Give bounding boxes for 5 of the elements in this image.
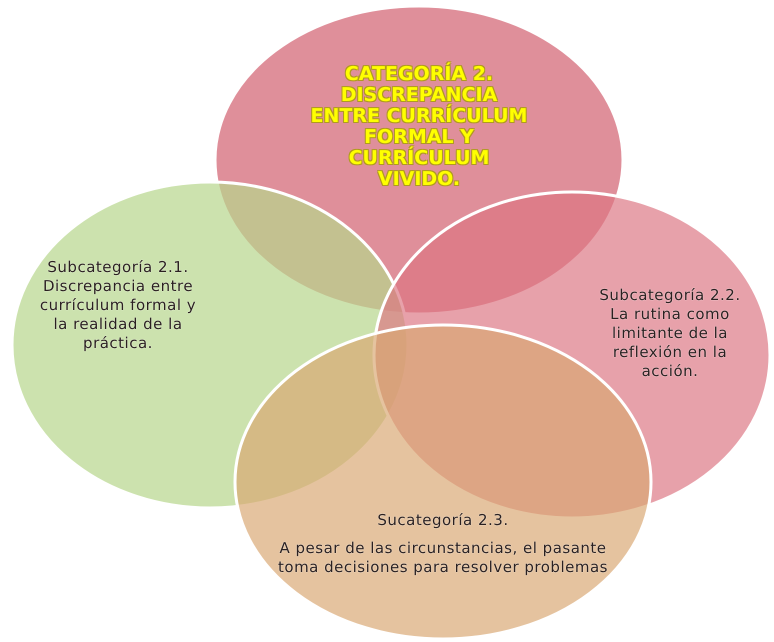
subcategory-text: Subcategoría 2.1. Discrepancia entre currículum formal y la realidad de la práctica.: [38, 258, 198, 353]
subcategory-text: Subcategoría 2.2. La rutina como limitante de la reflexión en la acción.: [598, 286, 742, 381]
subcategory-heading: Sucategoría 2.3.: [376, 511, 510, 530]
subcategory-description: A pesar de las circunstancias, el pasante toma decisiones para resolver problemas: [278, 539, 608, 577]
category-heading: CATEGORÍA 2. DISCREPANCIA ENTRE CURRÍCULUM FORMAL Y CURRÍCULUM VIVIDO.: [310, 64, 528, 190]
